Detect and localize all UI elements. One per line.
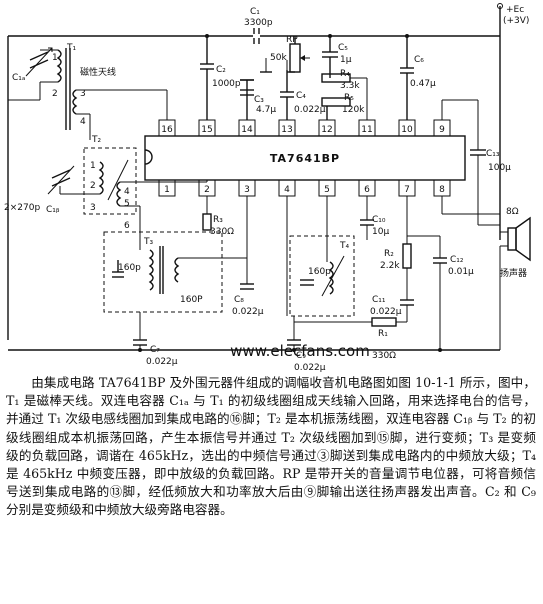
oscillator-circuit: T₂ 2×270p C₁ᵦ 2 3 4 5 6 1 — [4, 135, 208, 250]
svg-text:2: 2 — [52, 89, 58, 99]
svg-text:3: 3 — [80, 89, 86, 99]
svg-text:T₁: T₁ — [66, 43, 76, 53]
ground-symbols — [240, 58, 288, 81]
svg-text:T₄: T₄ — [339, 241, 349, 251]
svg-text:C₉: C₉ — [296, 351, 306, 361]
audio-output-circuit: C₁₀ 10μ R₂ 2.2k C₁₂ 0.01μ C₁₁ 0.022μ R₁ … — [360, 196, 500, 361]
svg-text:3300p: 3300p — [244, 18, 273, 28]
svg-text:C₅: C₅ — [338, 43, 348, 53]
pin-5: 5 — [324, 185, 330, 195]
pin-14: 14 — [241, 125, 253, 135]
pin-1: 1 — [164, 185, 170, 195]
svg-text:10μ: 10μ — [372, 227, 389, 237]
supply-label: +Ec — [506, 5, 524, 15]
svg-text:4: 4 — [124, 187, 130, 197]
svg-text:R₅: R₅ — [344, 93, 354, 103]
svg-text:160p: 160p — [308, 267, 331, 277]
svg-text:R₃: R₃ — [213, 215, 223, 225]
pin-10: 10 — [401, 125, 413, 135]
svg-text:330Ω: 330Ω — [210, 227, 234, 237]
svg-text:1: 1 — [52, 53, 58, 63]
antenna-input-circuit: T₁ 磁性天线 C₁ₐ 1 2 3 4 — [8, 43, 168, 140]
pin-15: 15 — [201, 125, 212, 135]
svg-text:50k: 50k — [270, 53, 287, 63]
svg-text:1000p: 1000p — [212, 79, 241, 89]
supply-voltage: (+3V) — [503, 16, 529, 26]
svg-text:C₁₀: C₁₀ — [372, 215, 386, 225]
ic-ta7641bp: TA7641BP 16 15 14 13 12 11 10 9 — [144, 119, 466, 197]
svg-text:1: 1 — [90, 161, 96, 171]
circuit-schematic: TA7641BP 16 15 14 13 12 11 10 9 — [4, 3, 531, 372]
svg-text:C₁: C₁ — [250, 7, 260, 17]
speaker-impedance: 8Ω — [506, 207, 519, 217]
if-transformer-t4: T₄ 160p C₉ 0.022μ — [286, 196, 355, 372]
pin-11: 11 — [361, 125, 372, 135]
antenna-label: 磁性天线 — [80, 66, 116, 78]
svg-text:120k: 120k — [342, 105, 365, 115]
pin-6: 6 — [364, 185, 370, 195]
svg-text:0.022μ: 0.022μ — [146, 357, 178, 367]
svg-text:160P: 160P — [180, 295, 203, 305]
if-transformer-t3: T₃ 160p 160P R₃ 330Ω C₈ 0.022μ C₇ 0.022μ — [103, 196, 264, 367]
svg-text:C₄: C₄ — [296, 91, 306, 101]
pin-8: 8 — [439, 185, 445, 195]
svg-text:R₁: R₁ — [378, 329, 388, 339]
svg-text:C₈: C₈ — [234, 295, 244, 305]
watermark: www.elecfans.com — [230, 342, 370, 360]
svg-text:R₂: R₂ — [384, 249, 394, 259]
svg-text:2.2k: 2.2k — [380, 261, 400, 271]
svg-text:C₁₂: C₁₂ — [450, 255, 464, 265]
ic-label: TA7641BP — [270, 152, 340, 165]
svg-text:RP: RP — [286, 35, 298, 45]
pin-7: 7 — [404, 185, 410, 195]
svg-text:C₁ᵦ: C₁ᵦ — [46, 205, 60, 215]
svg-text:3.3k: 3.3k — [340, 81, 360, 91]
ic-bottom-pins: 1 2 3 4 5 6 7 8 — [158, 179, 451, 197]
svg-text:100μ: 100μ — [488, 163, 511, 173]
pin-2: 2 — [204, 185, 210, 195]
svg-text:2: 2 — [90, 181, 96, 191]
dual-gang-capacitor: 2×270p — [4, 203, 40, 213]
svg-text:0.022μ: 0.022μ — [232, 307, 264, 317]
capacitor-c1: C₁ 3300p — [244, 7, 273, 44]
svg-text:330Ω: 330Ω — [372, 351, 396, 361]
svg-text:T₂: T₂ — [91, 135, 101, 145]
svg-text:0.47μ: 0.47μ — [410, 79, 436, 89]
svg-text:0.01μ: 0.01μ — [448, 267, 474, 277]
circuit-description: 由集成电路 TA7641BP 及外围元器件组成的调幅收音机电路图如图 10-1-… — [6, 375, 536, 518]
svg-text:C₁₁: C₁₁ — [372, 295, 386, 305]
svg-text:C₃: C₃ — [254, 95, 264, 105]
supply-rail: +Ec (+3V) — [7, 3, 529, 340]
svg-text:3: 3 — [90, 203, 96, 213]
svg-text:C₁₃: C₁₃ — [486, 149, 500, 159]
svg-text:C₂: C₂ — [216, 65, 226, 75]
ground-rail — [8, 34, 500, 352]
pin-9: 9 — [439, 125, 445, 135]
pin-4: 4 — [284, 185, 290, 195]
pin-3: 3 — [244, 185, 250, 195]
svg-text:0.022μ: 0.022μ — [294, 105, 326, 115]
speaker: 8Ω 扬声器 — [499, 207, 531, 350]
pin-13: 13 — [281, 125, 292, 135]
svg-text:4: 4 — [80, 117, 86, 127]
svg-text:0.022μ: 0.022μ — [294, 363, 326, 372]
svg-text:C₆: C₆ — [414, 55, 424, 65]
svg-text:4.7μ: 4.7μ — [256, 105, 276, 115]
ic-top-pins: 16 15 14 13 12 11 10 9 — [158, 119, 451, 137]
speaker-label: 扬声器 — [500, 267, 527, 279]
svg-text:R₄: R₄ — [340, 69, 350, 79]
pin-16: 16 — [161, 125, 173, 135]
svg-text:5: 5 — [124, 199, 130, 209]
svg-text:0.022μ: 0.022μ — [370, 307, 402, 317]
svg-text:6: 6 — [124, 221, 130, 231]
svg-text:160p: 160p — [118, 263, 141, 273]
svg-text:C₁ₐ: C₁ₐ — [12, 73, 25, 83]
svg-text:1μ: 1μ — [340, 55, 352, 65]
svg-text:T₃: T₃ — [143, 237, 153, 247]
pin-12: 12 — [321, 125, 332, 135]
